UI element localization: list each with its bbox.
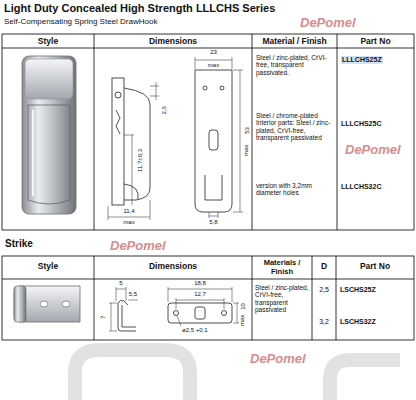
column-header: Dimensions	[94, 262, 252, 272]
material-text: Steel / zinc-plated, CrVI-free, transpar…	[255, 54, 335, 76]
dimension: 5,8	[209, 219, 217, 226]
dimension: 5	[119, 280, 122, 287]
column-header: D	[312, 262, 336, 272]
dimension: max	[244, 144, 251, 155]
column-header: Style	[2, 37, 94, 47]
strike-front-view	[168, 287, 239, 326]
dimension: 10	[240, 303, 247, 310]
page-title: Light Duty Concealed High Strength LLLCH…	[4, 2, 275, 15]
diameter-value: 3,2	[312, 318, 336, 326]
dimension: 11,7±0,3	[137, 149, 144, 172]
dimension: ø2,5 +0,1	[182, 327, 208, 334]
part-number: LLLCHS25Z	[341, 56, 383, 64]
hook-front-view	[195, 57, 243, 218]
part-number: LSCHS25Z	[340, 286, 376, 294]
table-grid	[2, 256, 414, 340]
hook-side-view	[108, 78, 159, 220]
dimension: 7	[101, 315, 108, 318]
subtitle: Self-Compensating Spring Steel DrawHook	[4, 17, 157, 26]
dimension: 12,7	[194, 291, 206, 298]
column-header: Materials / Finish	[252, 259, 312, 276]
diameter-value: 2,5	[312, 286, 336, 294]
dimension: 53	[244, 127, 251, 134]
watermark: DePomel	[250, 352, 306, 367]
background-decoration	[75, 350, 400, 400]
dimension: max	[240, 314, 247, 325]
part-number: LSCHS32Z	[340, 318, 376, 326]
dimension: 5,5	[129, 291, 137, 298]
dimension: 2,6	[161, 106, 168, 114]
column-header: Material / Finish	[252, 37, 337, 47]
latch-photo	[22, 56, 76, 214]
column-header: Part No	[337, 37, 414, 47]
watermark: DePomel	[110, 239, 166, 254]
strike-photo	[14, 286, 80, 322]
dimension: 23	[210, 49, 217, 56]
dimension: 11,4	[123, 208, 134, 215]
dimension: max	[123, 219, 134, 226]
column-header: Part No	[336, 262, 414, 272]
table-grid	[2, 34, 414, 230]
material-text: version with 3,2mm diameter holes	[255, 182, 335, 197]
section-title: Strike	[5, 238, 33, 250]
watermark: DePomel	[345, 143, 401, 158]
column-header: Dimensions	[94, 37, 252, 47]
material-text: Steel / chrome-plated Interior parts: St…	[255, 112, 335, 142]
watermark: DePomel	[300, 16, 356, 31]
dimension: 18,8	[194, 280, 206, 287]
material-text: Steel / zinc-plated, CrVI-free, transpar…	[254, 284, 312, 314]
dimension: max	[208, 62, 219, 69]
strike-side-view	[109, 287, 138, 331]
column-header: Style	[2, 262, 94, 272]
part-number: LLLCHS32C	[341, 183, 381, 191]
part-number: LLLCHS25C	[341, 120, 381, 128]
